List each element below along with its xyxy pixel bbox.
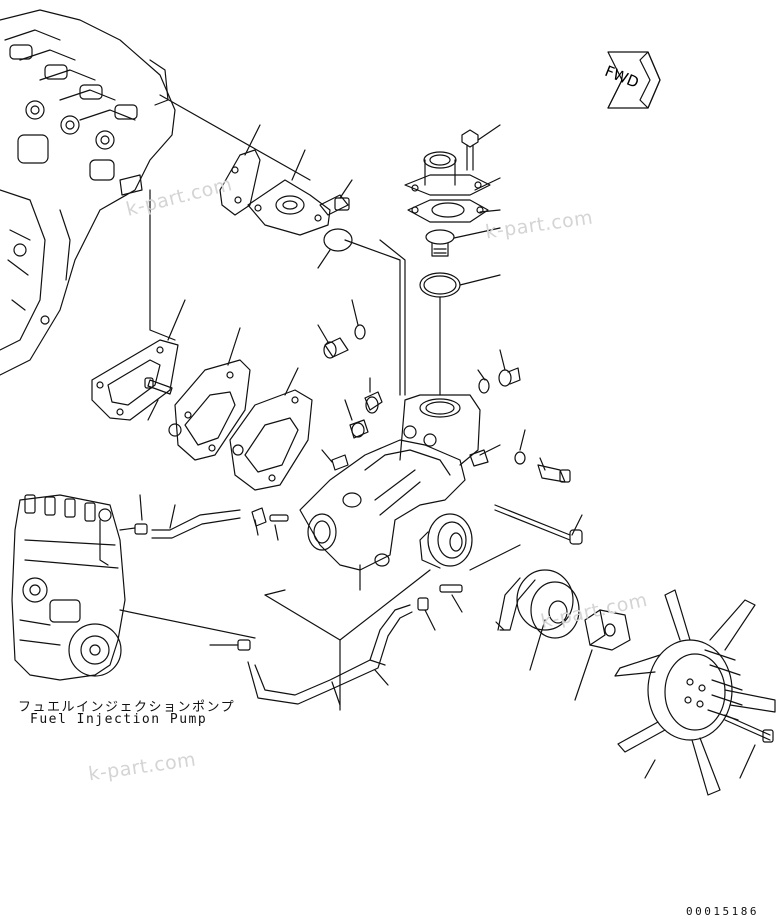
fwd-arrow-icon — [608, 52, 660, 108]
pump-caption-en: Fuel Injection Pump — [30, 712, 208, 727]
thermostat-gasket — [408, 200, 500, 222]
hose-clamp — [252, 508, 288, 540]
bolt-left — [145, 378, 172, 420]
engine-block — [0, 10, 175, 375]
elbow-housing — [248, 150, 330, 235]
fan-belt — [496, 578, 535, 630]
leader-line — [380, 240, 405, 395]
fan-spacer — [575, 610, 630, 700]
fan-pulley — [517, 570, 579, 670]
gasket-left-2 — [169, 328, 250, 460]
plug-small — [318, 325, 348, 358]
cooling-fan — [615, 590, 775, 795]
thermostat — [426, 228, 500, 256]
bolt-stud — [470, 445, 500, 466]
fan-bolt — [725, 715, 773, 778]
plug-disc — [318, 229, 400, 395]
pump-caption-jp: フュエルインジェクションポンプ — [18, 700, 236, 715]
leader-line — [160, 95, 310, 180]
thermostat-cover — [405, 152, 500, 195]
water-pump-housing — [300, 395, 480, 590]
bracket-line — [265, 590, 285, 595]
document-number: 00015186 — [686, 905, 759, 918]
fitting-small — [322, 450, 348, 470]
bolt-cover — [462, 125, 500, 170]
gasket-upper — [220, 125, 260, 215]
pump-pulley-hub — [420, 514, 472, 568]
o-ring — [420, 273, 500, 395]
plug-sensor — [365, 378, 382, 413]
hose-lower — [210, 605, 412, 705]
leader-line — [150, 190, 175, 340]
bolt-long — [495, 505, 582, 544]
bolt-elbow — [320, 180, 352, 215]
bracket-line — [470, 545, 520, 570]
hose-upper — [135, 495, 240, 538]
gasket-left-3 — [230, 368, 312, 490]
fuel-injection-pump — [12, 495, 255, 680]
hose-clamp-lower — [418, 585, 462, 630]
bolt-right-1 — [478, 350, 520, 393]
bolt-right-2 — [515, 430, 570, 482]
bracket-line — [265, 570, 430, 640]
washer-small — [352, 300, 365, 339]
gasket-left-1 — [92, 300, 185, 420]
plug-sensor-2 — [345, 400, 368, 438]
